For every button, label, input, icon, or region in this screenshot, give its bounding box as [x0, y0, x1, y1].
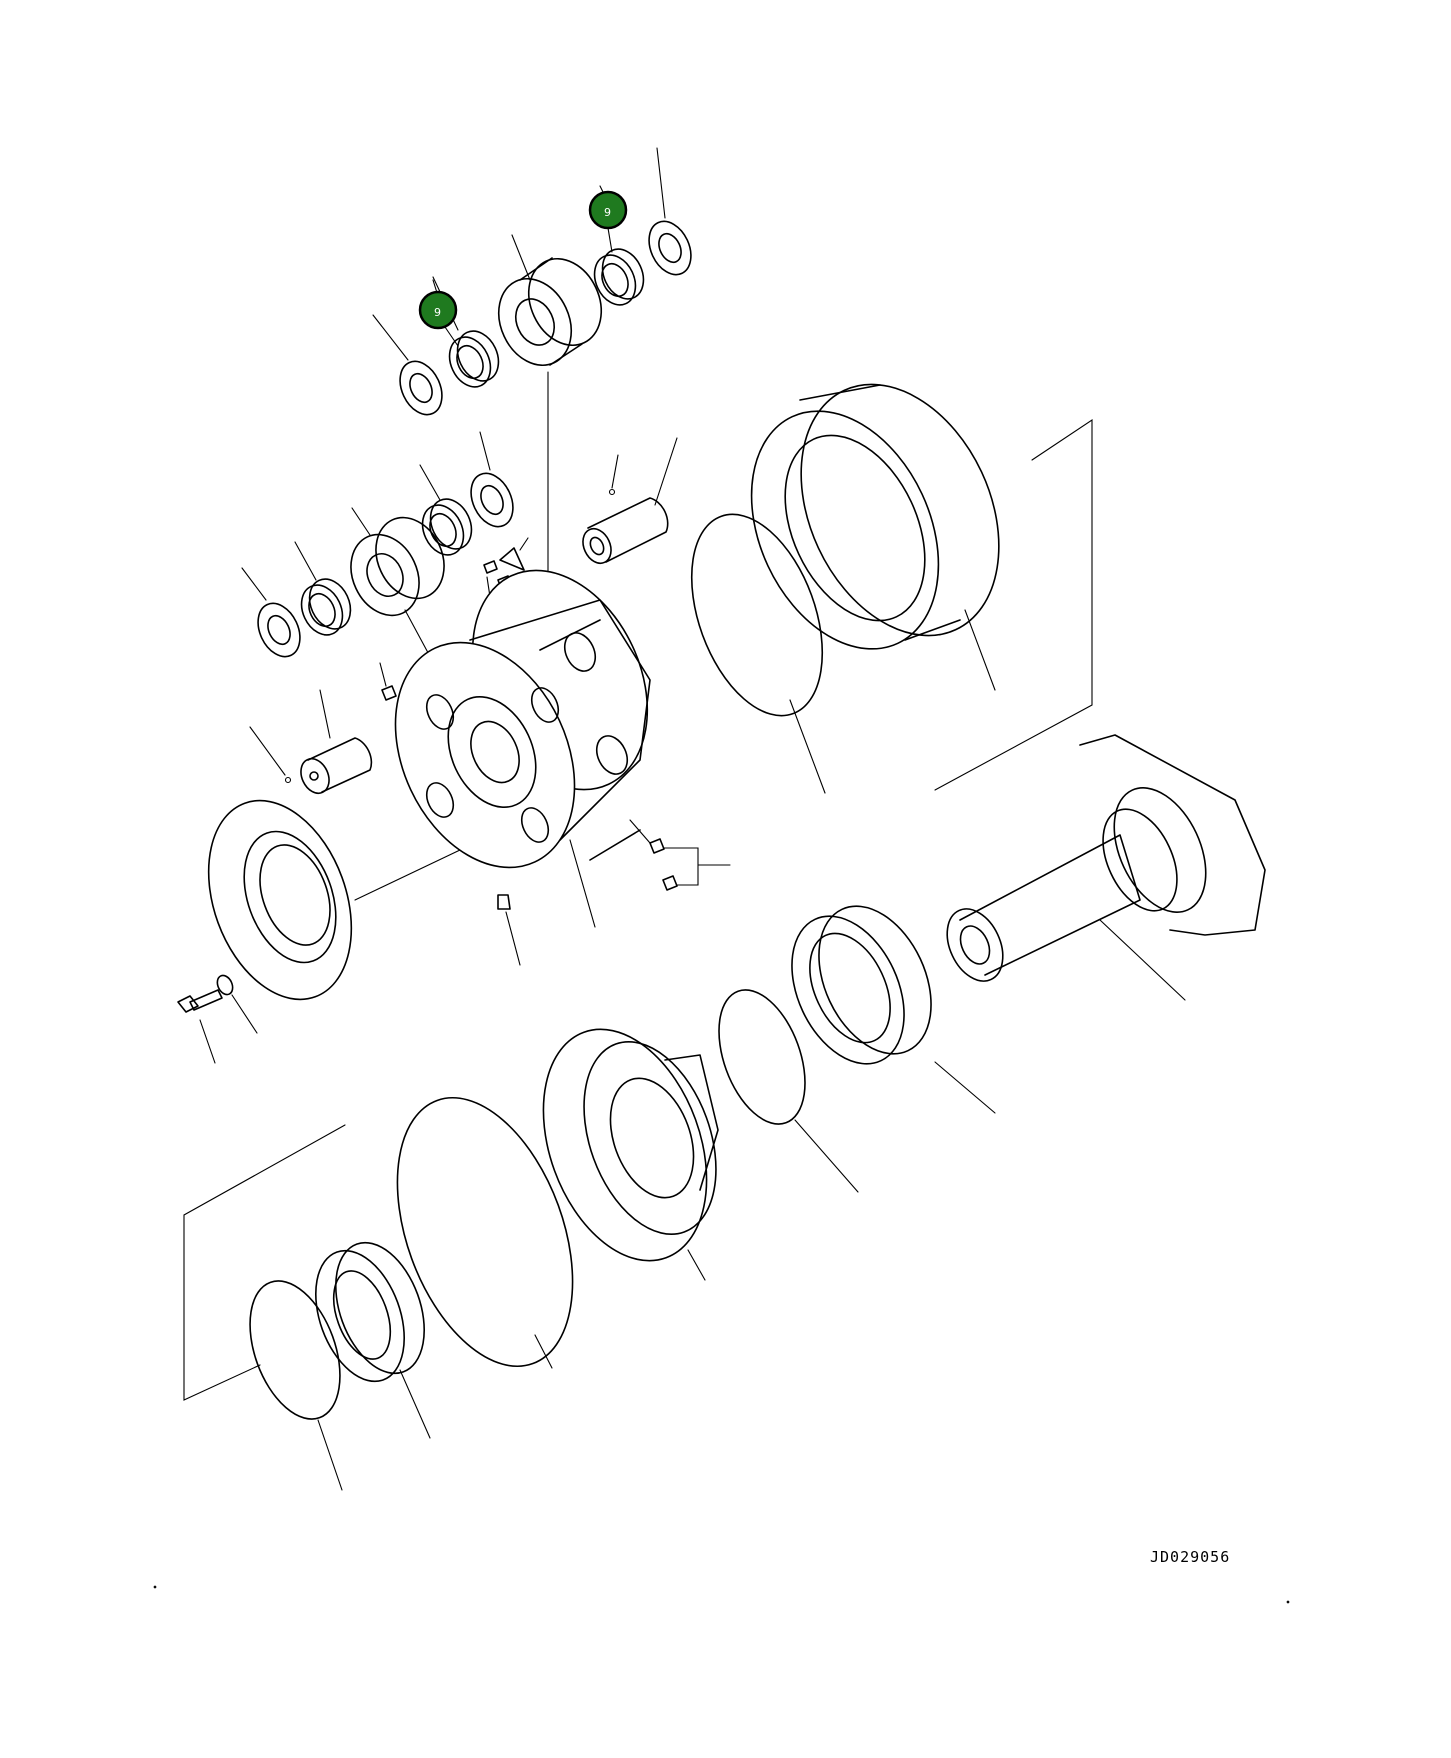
callout-badge-9-left[interactable]: 9	[418, 279, 459, 347]
plug-fitting-left	[379, 662, 397, 701]
plug-fitting-bottom	[497, 894, 521, 966]
ring-gear	[750, 383, 1000, 691]
bearing-race-right	[791, 905, 996, 1114]
planet-pin-upper	[582, 437, 678, 565]
bolt	[177, 989, 223, 1064]
output-shaft	[946, 734, 1266, 1001]
seal-ring-large	[396, 1096, 574, 1369]
callout-label: 9	[604, 206, 611, 219]
plug-fittings-right	[629, 819, 731, 891]
group-bracket-lower	[183, 1124, 346, 1401]
snap-ring-small	[718, 989, 859, 1193]
retaining-ring-small	[249, 1280, 343, 1491]
planet-carrier	[394, 569, 651, 928]
cover-plate	[207, 799, 461, 1001]
middle-needle-bearing-right	[419, 464, 473, 556]
group-bracket-upper	[934, 418, 1093, 791]
upper-needle-bearing-right	[593, 248, 645, 306]
snap-ring-large	[690, 513, 826, 794]
drawing-number: JD029056	[1150, 1548, 1231, 1566]
hub-housing	[542, 1028, 719, 1281]
planet-pin-lower	[249, 689, 373, 795]
middle-thrust-washer-left	[241, 567, 301, 658]
upper-thrust-washer-left	[372, 314, 443, 416]
bearing-race-left	[314, 1241, 431, 1439]
callout-label: 9	[434, 306, 441, 319]
callout-badge-9-right[interactable]: 9	[588, 185, 628, 253]
middle-needle-bearing-left	[294, 541, 352, 636]
upper-planet-gear	[497, 234, 603, 367]
middle-planet-gear	[350, 507, 445, 676]
middle-thrust-washer-right	[470, 431, 514, 528]
washer	[216, 974, 258, 1034]
upper-thrust-washer-right	[648, 147, 692, 276]
